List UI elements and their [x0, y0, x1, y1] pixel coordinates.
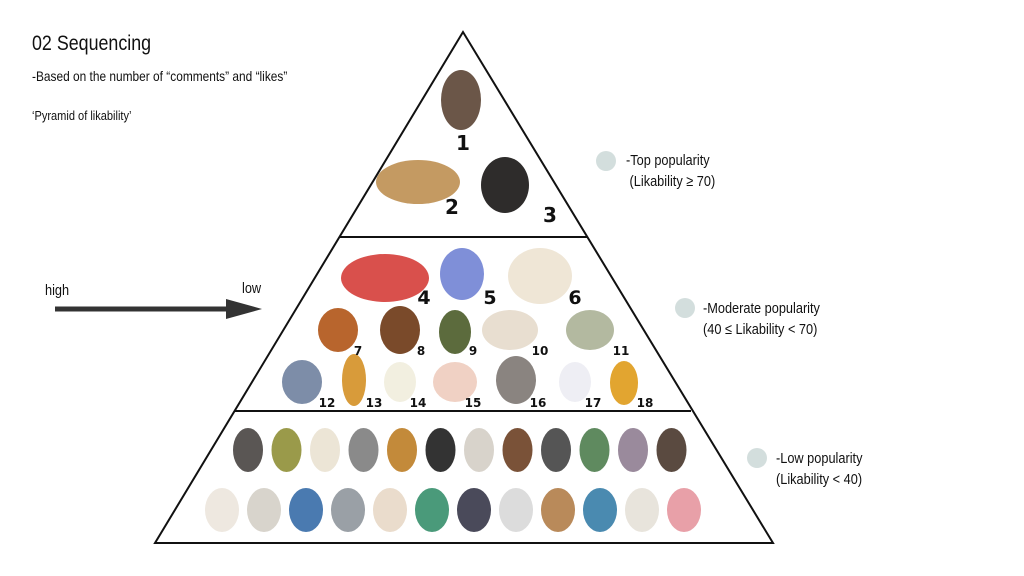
plush-toy-image: [415, 488, 449, 532]
plush-toy-image: [289, 488, 323, 532]
rank-number: 10: [532, 344, 549, 358]
tier-range: (40 ≤ Likability < 70): [703, 321, 818, 338]
plush-toy-image: [541, 488, 575, 532]
plush-toy-image: [318, 308, 358, 352]
tier-name: -Low popularity: [776, 450, 863, 467]
plush-toy-image: [342, 354, 366, 406]
plush-toy-image: [271, 428, 302, 472]
plush-toy-image: [439, 310, 471, 354]
rank-number: 5: [483, 287, 496, 309]
rank-number: 16: [530, 396, 547, 410]
plush-toy-image: [464, 428, 494, 472]
arrow-end-label: low: [242, 280, 262, 297]
tier-name: -Moderate popularity: [703, 300, 820, 317]
plush-toy-image: [541, 428, 571, 472]
diagram-name: ‘Pyramid of likability’: [32, 108, 132, 123]
tier-range: (Likability ≥ 70): [629, 173, 716, 190]
rank-number: 15: [465, 396, 482, 410]
plush-toy-image: [376, 160, 460, 204]
rank-number: 2: [445, 195, 459, 219]
legend-dot-moderate: [675, 298, 695, 318]
plush-toy-image: [625, 488, 659, 532]
plush-toy-image: [566, 310, 614, 350]
rank-number: 6: [568, 287, 581, 309]
plush-toy-image: [310, 428, 340, 472]
subtitle: -Based on the number of “comments” and “…: [32, 68, 288, 84]
pyramid-outline: [153, 30, 775, 544]
rank-number: 17: [585, 396, 602, 410]
rank-number: 4: [417, 287, 430, 309]
plush-toy-image: [233, 428, 263, 472]
arrow-start-label: high: [45, 282, 70, 299]
tier-range: (Likability < 40): [776, 471, 863, 488]
rank-number: 9: [469, 344, 477, 358]
plush-toy-image: [481, 157, 529, 213]
rank-number: 3: [543, 203, 557, 227]
plush-toy-image: [496, 356, 536, 404]
rank-number: 18: [637, 396, 654, 410]
rank-number: 8: [417, 344, 425, 358]
plush-toy-image: [331, 488, 365, 532]
tier-name: -Top popularity: [626, 152, 710, 169]
tier-label-top: -Top popularity (Likability ≥ 70): [626, 150, 715, 192]
plush-toy-image: [583, 488, 617, 532]
plush-toy-image: [559, 362, 591, 402]
plush-toy-image: [247, 488, 281, 532]
plush-toy-image: [508, 248, 572, 304]
plush-toy-image: [440, 248, 484, 300]
plush-toy-image: [348, 428, 379, 472]
rank-number: 7: [354, 344, 362, 358]
legend-dot-top: [596, 151, 616, 171]
plush-toy-image: [502, 428, 533, 472]
plush-toy-image: [282, 360, 322, 404]
plush-toy-image: [205, 488, 239, 532]
plush-toy-image: [341, 254, 429, 302]
plush-toy-image: [373, 488, 407, 532]
rank-number: 11: [613, 344, 630, 358]
rank-number: 13: [366, 396, 383, 410]
arrow-head: [226, 299, 262, 319]
plush-toy-image: [618, 428, 648, 472]
plush-toy-image: [656, 428, 687, 472]
plush-toy-image: [380, 306, 420, 354]
plush-toy-image: [667, 488, 701, 532]
page-title: 02 Sequencing: [32, 32, 152, 55]
plush-toy-image: [499, 488, 533, 532]
plush-toy-image: [610, 361, 638, 405]
rank-number: 1: [456, 131, 470, 155]
plush-toy-image: [441, 70, 481, 130]
legend-dot-low: [747, 448, 767, 468]
plush-toy-image: [387, 428, 417, 472]
plush-toy-image: [384, 362, 416, 402]
plush-toy-image: [579, 428, 610, 472]
rank-number: 14: [410, 396, 427, 410]
plush-toy-image: [433, 362, 477, 402]
tier-label-moderate: -Moderate popularity (40 ≤ Likability < 7…: [703, 298, 820, 340]
plush-toy-image: [457, 488, 491, 532]
rank-number: 12: [319, 396, 336, 410]
plush-toy-image: [482, 310, 538, 350]
tier-label-low: -Low popularity (Likability < 40): [776, 448, 862, 490]
plush-toy-image: [425, 428, 456, 472]
